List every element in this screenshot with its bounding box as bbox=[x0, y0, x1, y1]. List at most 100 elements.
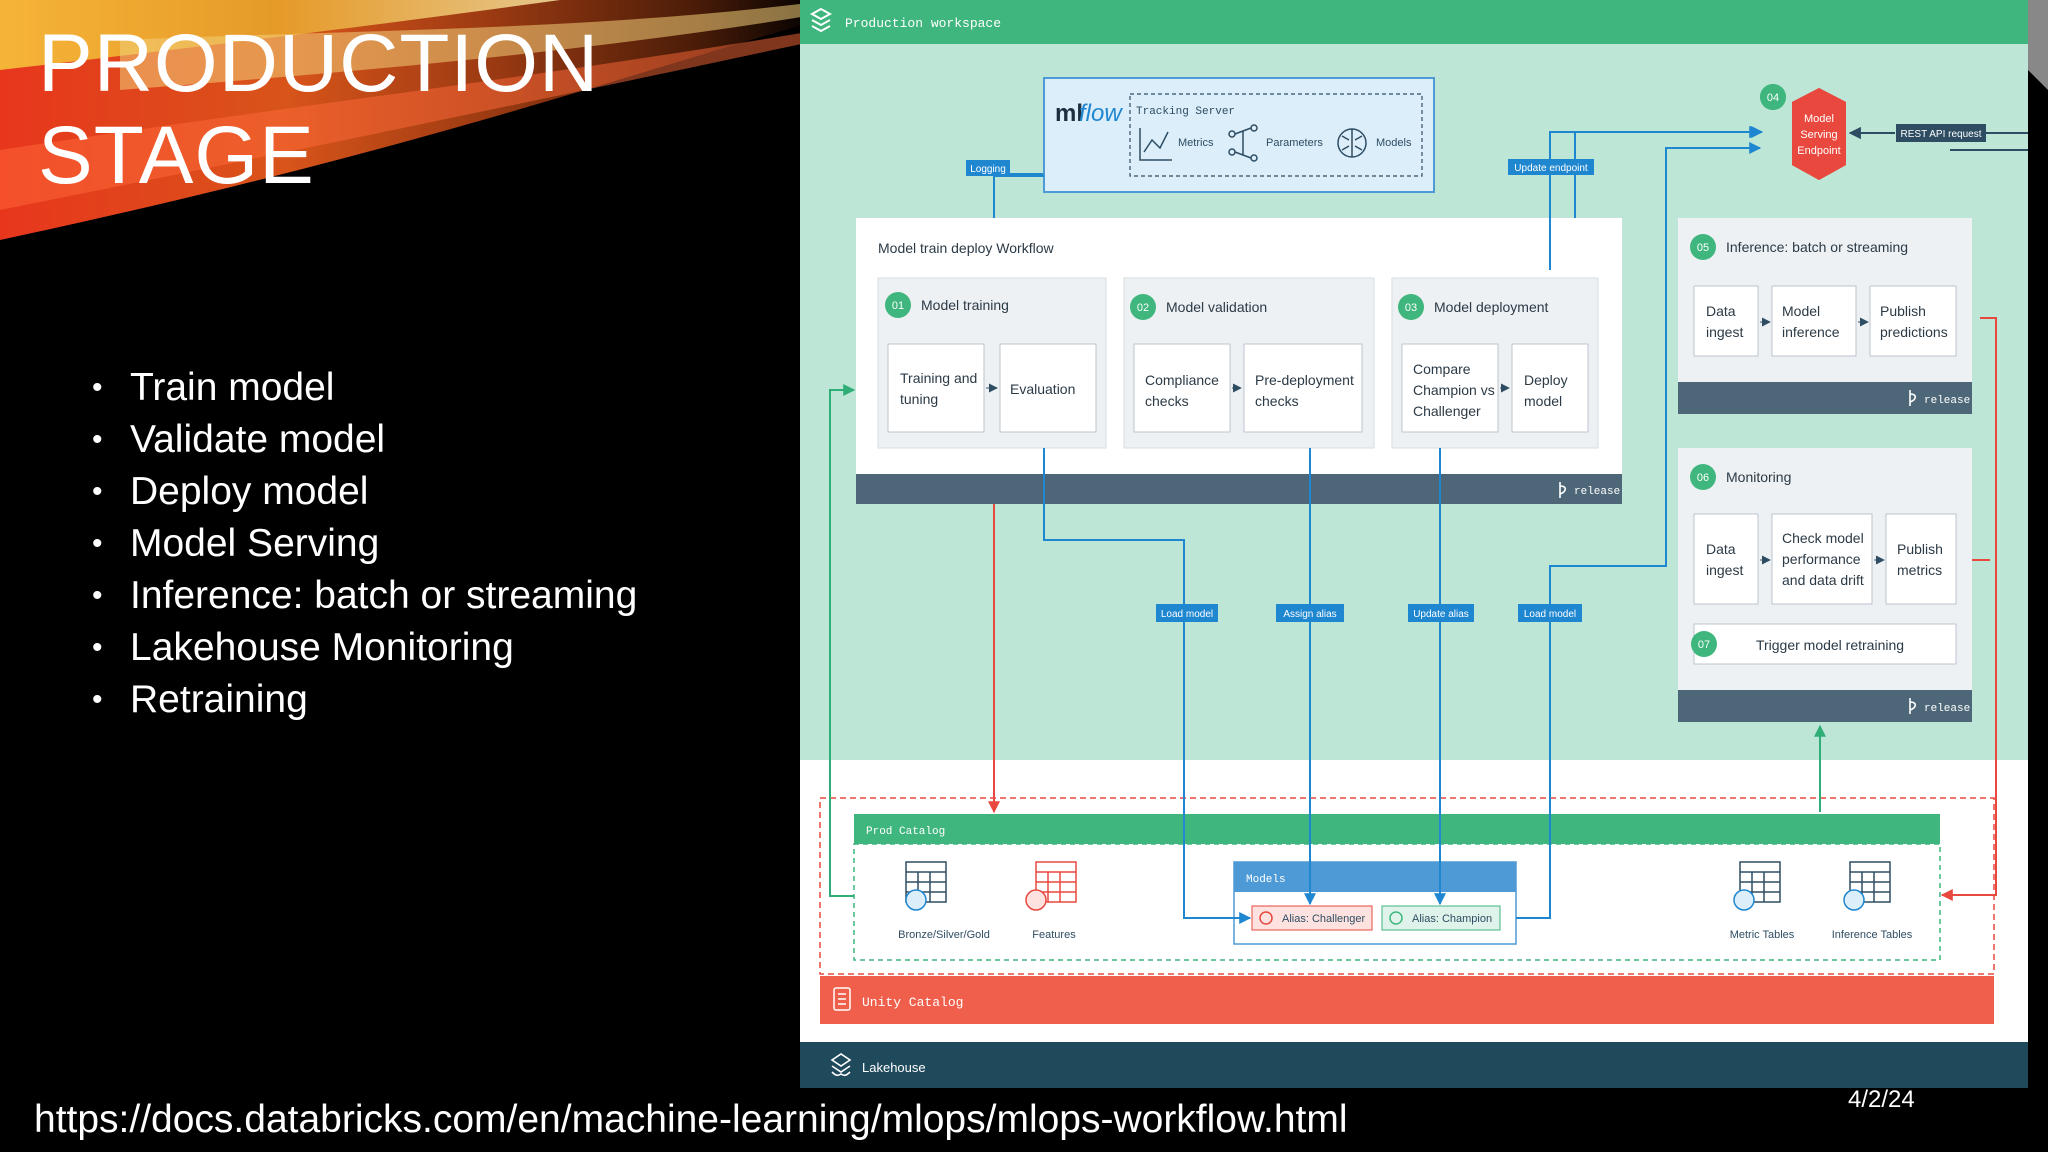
deploy-l1: Deploy bbox=[1524, 372, 1568, 388]
logging-label-tag bbox=[966, 160, 1010, 176]
endpoint-text-3: Endpoint bbox=[1797, 145, 1840, 157]
load-model-tag-2-text: Load model bbox=[1524, 609, 1576, 620]
prod-catalog-box bbox=[853, 843, 1941, 961]
update-endpoint-label-text: Update endpoint bbox=[1514, 163, 1588, 174]
mlflow-logo-flow-text: flow bbox=[1079, 100, 1123, 127]
step-06-num: 06 bbox=[1697, 472, 1709, 484]
step-01-heading: Model training bbox=[921, 297, 1009, 313]
inference-to-tables-connector bbox=[1940, 317, 1997, 901]
slide-title: PRODUCTION STAGE bbox=[38, 18, 600, 201]
compliance-l2: checks bbox=[1145, 393, 1189, 409]
rest-api-label-text: REST API request bbox=[1901, 129, 1982, 140]
alias-challenger-box bbox=[1251, 905, 1373, 931]
predictions-l1: Publish bbox=[1880, 303, 1926, 319]
slide-date: 4/2/24 bbox=[1848, 1086, 1915, 1113]
inf-ingest-l2: ingest bbox=[1706, 324, 1743, 340]
unity-catalog-icon bbox=[833, 987, 851, 1011]
step-06-circle bbox=[1690, 464, 1716, 490]
chart-line-icon bbox=[1139, 128, 1172, 161]
champion-model-icon bbox=[1389, 911, 1403, 925]
step-05-num: 05 bbox=[1697, 242, 1709, 254]
serving-endpoint-hexagon bbox=[1792, 88, 1846, 180]
metrics-l2: metrics bbox=[1897, 562, 1942, 578]
step-03-circle bbox=[1398, 294, 1424, 320]
tracking-server-dashed bbox=[1129, 93, 1423, 177]
compare-l1: Compare bbox=[1413, 361, 1471, 377]
load-model-connector-1 bbox=[1043, 448, 1252, 924]
inf-ingest-l1: Data bbox=[1706, 303, 1736, 319]
monitoring-release-text: release bbox=[1924, 703, 1970, 715]
bullet-item: •Deploy model bbox=[92, 470, 369, 513]
update-endpoint-label-tag bbox=[1508, 159, 1594, 175]
update-endpoint-line bbox=[1549, 126, 1762, 270]
assign-alias-tag-text: Assign alias bbox=[1283, 609, 1336, 620]
publish-metrics-box bbox=[1885, 513, 1957, 605]
assign-alias-tag bbox=[1276, 604, 1344, 622]
workflow-release-bar-full bbox=[856, 474, 1622, 504]
lakehouse-label: Lakehouse bbox=[862, 1060, 926, 1075]
bullet-item: •Train model bbox=[92, 366, 335, 409]
metrics-l1: Publish bbox=[1897, 541, 1943, 557]
trigger-retraining-text: Trigger model retraining bbox=[1756, 637, 1904, 653]
metric-tables-label: Metric Tables bbox=[1730, 929, 1795, 941]
metric-tables-icon bbox=[1733, 861, 1781, 911]
check-l1: Check model bbox=[1782, 530, 1864, 546]
step-04-num: 04 bbox=[1767, 92, 1779, 104]
prod-catalog-header bbox=[854, 814, 1940, 844]
workspace-header bbox=[800, 0, 2028, 44]
mlflow-logo-ml-text: ml bbox=[1055, 100, 1083, 127]
mon-ingest-l2: ingest bbox=[1706, 562, 1743, 578]
bronze-silver-gold-label: Bronze/Silver/Gold bbox=[898, 929, 990, 941]
monitoring-release-bar bbox=[1678, 690, 1972, 722]
compare-box bbox=[1401, 343, 1499, 433]
features-table-icon bbox=[1025, 861, 1077, 911]
publish-predictions-box bbox=[1869, 285, 1957, 357]
inference-release-bar bbox=[1678, 382, 1972, 414]
trigger-retraining-box bbox=[1693, 623, 1957, 665]
features-label: Features bbox=[1032, 929, 1076, 941]
check-performance-box bbox=[1771, 513, 1873, 605]
training-tuning-l1: Training and bbox=[900, 370, 977, 386]
lakehouse-icon bbox=[830, 1053, 852, 1077]
evaluation-text: Evaluation bbox=[1010, 381, 1075, 397]
source-url: https://docs.databricks.com/en/machine-l… bbox=[34, 1098, 1348, 1141]
load-model-tag-2 bbox=[1518, 604, 1582, 622]
step-03-num: 03 bbox=[1405, 302, 1417, 314]
challenger-model-icon bbox=[1259, 911, 1273, 925]
deploy-l2: model bbox=[1524, 393, 1562, 409]
compare-l3: Challenger bbox=[1413, 403, 1481, 419]
check-l3: and data drift bbox=[1782, 572, 1864, 588]
alias-champion-text: Alias: Champion bbox=[1412, 913, 1492, 925]
step-02-num: 02 bbox=[1137, 302, 1149, 314]
logging-label-text: Logging bbox=[970, 164, 1006, 175]
unity-catalog-label: Unity Catalog bbox=[862, 995, 963, 1010]
step-02-heading: Model validation bbox=[1166, 299, 1267, 315]
workspace-layers-icon bbox=[809, 7, 833, 33]
rest-api-label-tag bbox=[1896, 124, 1986, 142]
models-registry-label: Models bbox=[1246, 874, 1286, 886]
update-alias-tag bbox=[1408, 604, 1474, 622]
endpoint-text-2: Serving bbox=[1800, 129, 1837, 141]
bronze-silver-gold-table-icon bbox=[905, 861, 947, 911]
prod-catalog-label: Prod Catalog bbox=[866, 826, 945, 838]
parameters-text: Parameters bbox=[1266, 137, 1323, 149]
step-01-circle bbox=[885, 292, 911, 318]
training-tuning-box bbox=[887, 343, 985, 433]
training-tuning-l2: tuning bbox=[900, 391, 938, 407]
evaluation-box bbox=[999, 343, 1097, 433]
title-banner bbox=[0, 0, 820, 240]
step-03-heading: Model deployment bbox=[1434, 299, 1549, 315]
catalog-to-training-connector bbox=[829, 384, 856, 897]
load-model-connector-2 bbox=[1516, 142, 1762, 919]
catalog-dashed-border bbox=[819, 797, 1995, 975]
predeploy-l2: checks bbox=[1255, 393, 1299, 409]
model-inference-box bbox=[1771, 285, 1857, 357]
slide-edge-decoration bbox=[2028, 0, 2048, 90]
bullet-item: •Lakehouse Monitoring bbox=[92, 626, 514, 669]
workflow-title-text: Model train deploy Workflow bbox=[878, 240, 1054, 256]
step-07-num: 07 bbox=[1698, 639, 1710, 651]
network-nodes-icon bbox=[1228, 124, 1258, 162]
compliance-box bbox=[1133, 343, 1231, 433]
inference-tables-label: Inference Tables bbox=[1832, 929, 1913, 941]
monitoring-git-branch-icon bbox=[1909, 698, 1917, 714]
